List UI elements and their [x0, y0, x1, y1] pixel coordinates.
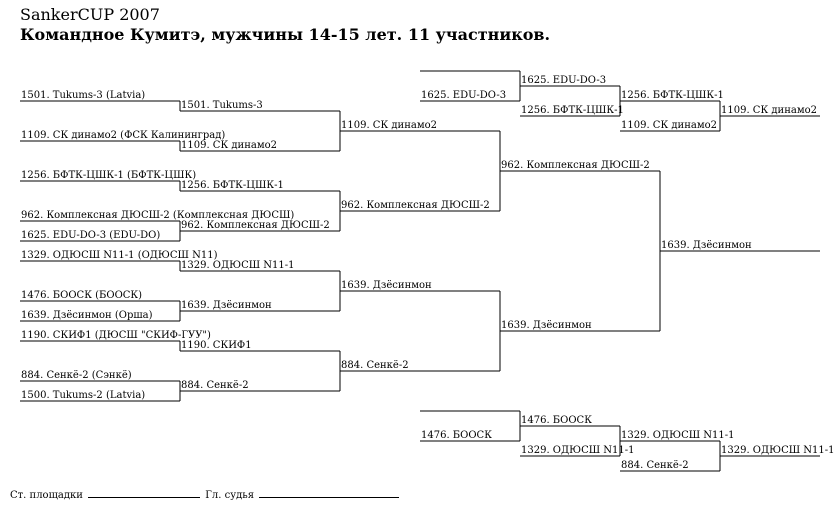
repechage-top-entry: 1625. EDU-DO-3	[521, 75, 606, 86]
repechage-bottom-entry: 1476. БООСК	[521, 415, 592, 426]
r2-entry: 962. Комплексная ДЮСШ-2	[181, 220, 330, 231]
repechage-bottom-entry: 884. Сенкё-2	[621, 460, 689, 471]
r1-entry: 884. Сенкё-2 (Сэнкё)	[21, 370, 132, 381]
r2-entry: 1109. СК динамо2	[181, 140, 277, 151]
repechage-bottom-entry: 1329. ОДЮСШ N11-1	[521, 445, 635, 456]
r1-entry: 1625. EDU-DO-3 (EDU-DO)	[21, 230, 160, 241]
repechage-top-entry: 1256. БФТК-ЦШК-1	[521, 105, 624, 116]
r2-entry: 1190. СКИФ1	[181, 340, 252, 351]
repechage-bottom-result: 1329. ОДЮСШ N11-1	[721, 445, 835, 456]
r2-entry: 1329. ОДЮСШ N11-1	[181, 260, 295, 271]
r1-entry: 962. Комплексная ДЮСШ-2 (Комплексная ДЮС…	[21, 210, 294, 221]
chief-judge-signature-line	[259, 497, 400, 498]
r4-entry: 1639. Дзёсинмон	[501, 320, 592, 331]
r3-entry: 1639. Дзёсинмон	[341, 280, 432, 291]
site-chief-signature-line	[88, 497, 201, 498]
r1-entry: 1501. Tukums-3 (Latvia)	[21, 90, 145, 101]
r3-entry: 962. Комплексная ДЮСШ-2	[341, 200, 490, 211]
r3-entry: 1109. СК динамо2	[341, 120, 437, 131]
r4-entry: 962. Комплексная ДЮСШ-2	[501, 160, 650, 171]
r1-entry: 1500. Tukums-2 (Latvia)	[21, 390, 145, 401]
repechage-top-lines	[420, 70, 820, 132]
bracket-lines	[20, 100, 820, 402]
repechage-top-result: 1109. СК динамо2	[721, 105, 817, 116]
page-title: SankerCUP 2007	[20, 5, 160, 24]
repechage-bottom-lines	[420, 410, 820, 472]
r1-entry: 1190. СКИФ1 (ДЮСШ "СКИФ-ГУУ")	[21, 330, 211, 341]
r1-entry: 1256. БФТК-ЦШК-1 (БФТК-ЦШК)	[21, 170, 196, 181]
page-subtitle: Командное Кумитэ, мужчины 14-15 лет. 11 …	[20, 25, 551, 44]
winner-entry: 1639. Дзёсинмон	[661, 240, 752, 251]
repechage-top-entry: 1625. EDU-DO-3	[421, 90, 506, 101]
repechage-bottom-entry: 1329. ОДЮСШ N11-1	[621, 430, 735, 441]
r1-entry: 1639. Дзёсинмон (Орша)	[21, 310, 153, 321]
repechage-top-entry: 1109. СК динамо2	[621, 120, 717, 131]
r2-entry: 1639. Дзёсинмон	[181, 300, 272, 311]
r2-entry: 1501. Tukums-3	[181, 100, 263, 111]
site-chief-label: Ст. площадки	[10, 490, 83, 501]
chief-judge-label: Гл. судья	[205, 490, 255, 501]
repechage-bottom-entry: 1476. БООСК	[421, 430, 492, 441]
repechage-top-entry: 1256. БФТК-ЦШК-1	[621, 90, 724, 101]
r1-entry: 1329. ОДЮСШ N11-1 (ОДЮСШ N11)	[21, 250, 218, 261]
r3-entry: 884. Сенкё-2	[341, 360, 409, 371]
r2-entry: 1256. БФТК-ЦШК-1	[181, 180, 284, 191]
r2-entry: 884. Сенкё-2	[181, 380, 249, 391]
r1-entry: 1476. БООСК (БООСК)	[21, 290, 142, 301]
signature-footer: Ст. площадки Гл. судья	[10, 490, 401, 501]
r1-entry: 1109. СК динамо2 (ФСК Калининград)	[21, 130, 225, 141]
